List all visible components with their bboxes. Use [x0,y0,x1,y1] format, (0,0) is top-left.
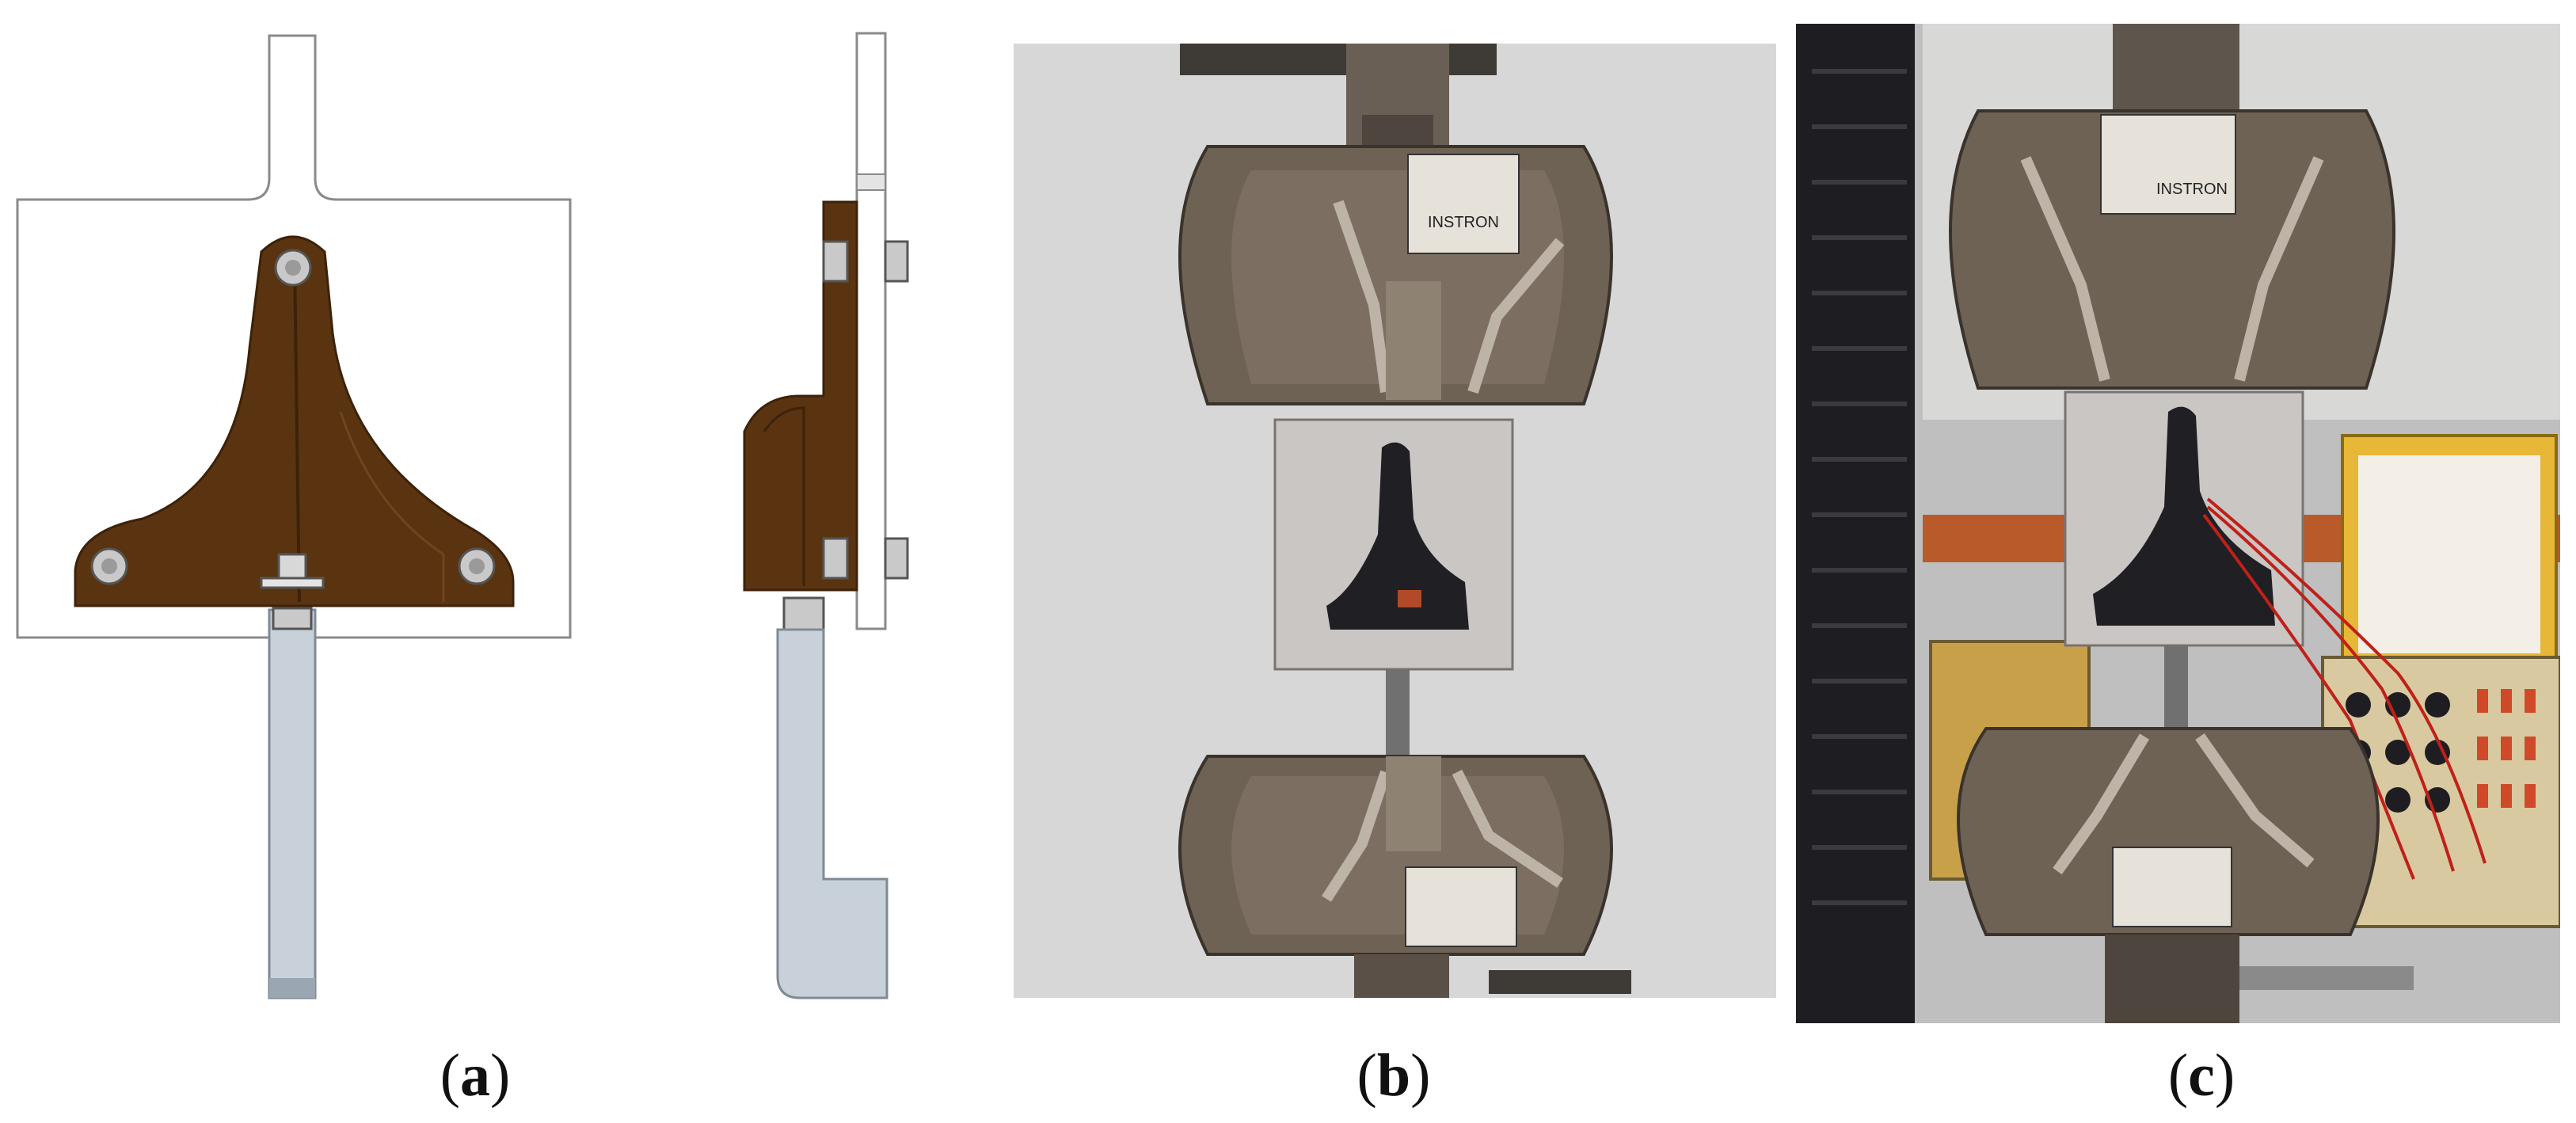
c-upper-grip-label [2100,114,2236,215]
side-bolt-bottom-left [822,537,849,580]
caption-b: (b) [1299,1045,1489,1106]
louvers [1812,69,1907,905]
bracket-ridge-2 [339,411,445,602]
c-top-column [2113,24,2239,119]
strain-gauge-wire-3 [2202,513,2415,880]
strain-gauge-wire-1 [2206,497,2487,864]
c-lower-grip [1957,727,2380,936]
side-nut [782,596,825,631]
c-bottom-column [2105,935,2239,1023]
side-bolt-top-left [822,240,849,283]
nut [272,607,313,630]
c-upper-lever-right [2234,156,2324,382]
bolt-head [277,553,307,581]
screw-top-inner [285,260,301,276]
upper-grip-jaw [1386,281,1441,400]
side-bolt-bottom-right [884,537,909,580]
bottom-screw-column [1354,954,1449,998]
fixture-bracket [1326,442,1469,630]
lower-grip-lever-left [1322,770,1391,902]
bracket-ridge [293,261,301,603]
strain-gauge-wire-2 [2206,505,2455,872]
side-l-bar [776,628,888,999]
c-lower-lever-right [2195,733,2315,868]
side-plate [855,32,887,630]
upper-grip-lever-left [1333,200,1391,393]
c-lower-lever-left [2053,733,2150,875]
photo-b-svg: INSTRON [1014,44,1776,998]
panel-b-photo: INSTRON [1014,44,1776,998]
c-upper-grip-label-text: INSTRON [2156,181,2228,198]
panel-c-photo: INSTRON [1796,24,2560,1023]
side-bracket [743,200,858,592]
caption-c-letter: c [2188,1042,2215,1109]
side-view [743,32,909,999]
caption-c: (c) [2106,1045,2296,1106]
caption-a-letter: a [460,1042,490,1109]
side-bracket-face [763,406,805,586]
lower-grip-label [1405,866,1517,947]
specimen-between-grips [1386,669,1410,756]
caption-a-open: ( [439,1042,460,1109]
caption-c-open: ( [2167,1042,2189,1109]
panel-a-cad-drawing [0,0,950,1030]
side-plate-ridge [856,173,886,191]
upper-grip-lever-right [1467,238,1565,394]
caption-c-close: ) [2214,1042,2235,1109]
lower-grip-lever-right [1452,769,1563,888]
c-upper-grip [1949,109,2395,390]
upper-grip-label-text: INSTRON [1428,214,1499,231]
screw-right-inner [469,558,485,574]
binding-posts [2477,689,2536,808]
c-upper-lever-left [2020,156,2110,382]
caption-a-close: ) [490,1042,511,1109]
cad-drawing-svg [16,32,909,999]
specimen-bar-shade [269,978,315,998]
front-view [16,34,572,999]
instrument-case-panel [2358,455,2540,653]
photo-c-svg: INSTRON [1796,24,2560,1023]
caption-a: (a) [380,1045,570,1106]
fixture-orange-strip [1398,590,1421,607]
bottom-rod [1489,970,1631,994]
specimen-bar [268,608,317,999]
c-bottom-rod [2239,966,2414,990]
lower-grip-jaw [1386,756,1441,851]
machine-side-panel [1796,24,1915,1023]
c-fixture-bracket [2093,406,2275,626]
c-lower-grip-label [2112,847,2232,927]
bolt-washer [260,577,325,589]
upper-grip-label [1407,154,1520,254]
caption-b-open: ( [1356,1042,1377,1109]
side-bolt-top-right [884,240,909,283]
bracket-body [74,235,515,607]
caption-b-letter: b [1376,1042,1411,1109]
screw-left-inner [101,558,117,574]
caption-b-close: ) [1410,1042,1431,1109]
c-specimen [2164,645,2188,733]
